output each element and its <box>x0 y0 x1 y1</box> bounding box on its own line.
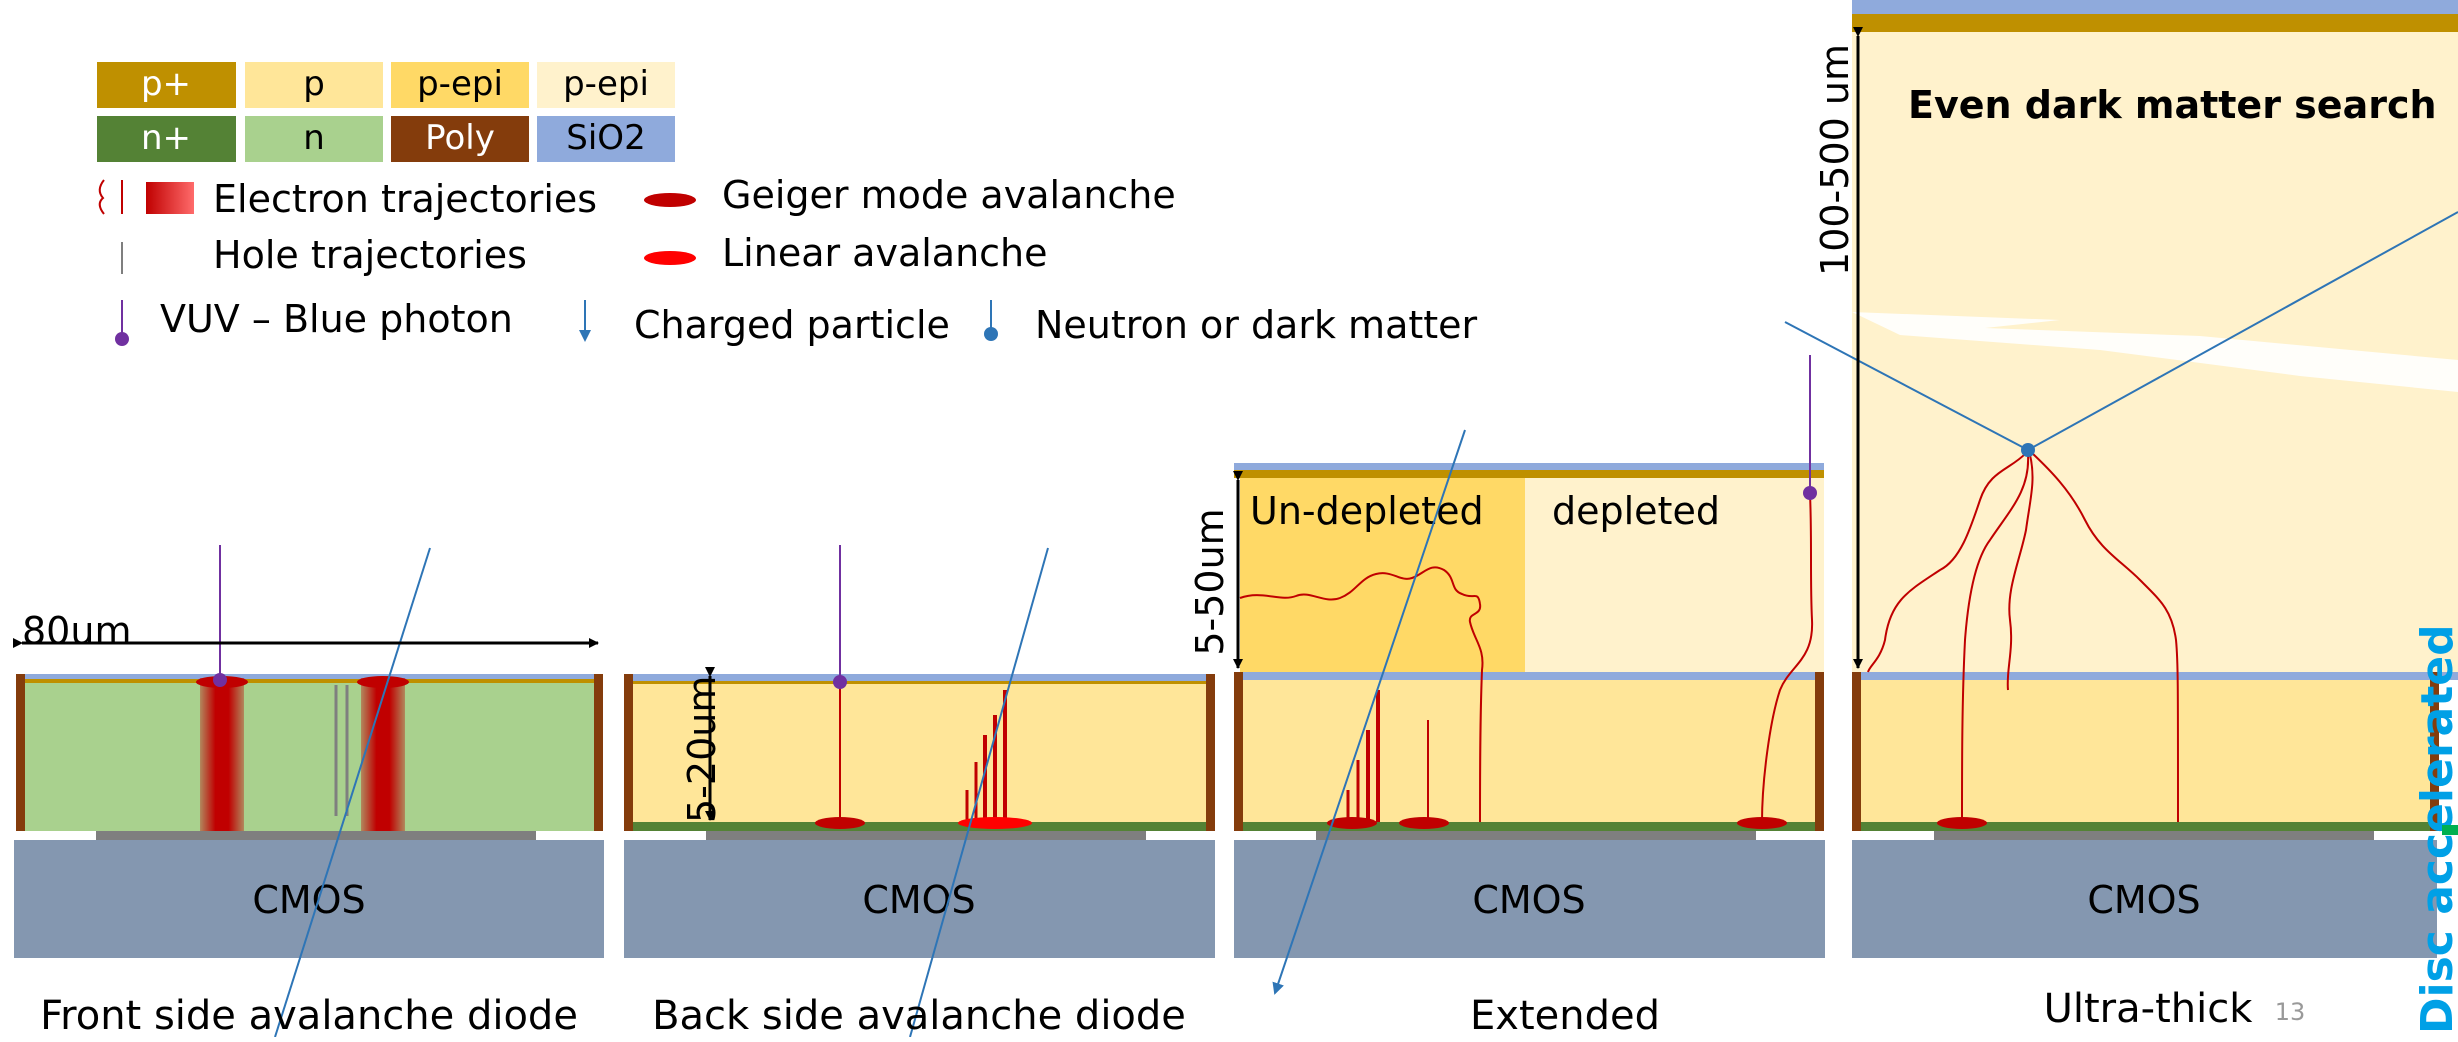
cmos-block <box>1234 840 1825 958</box>
vuv-photon-icon <box>115 300 129 346</box>
geiger-column <box>200 678 244 831</box>
dark-matter-title: Even dark matter search <box>1908 83 2437 127</box>
n-plus-layer <box>633 822 1206 831</box>
legend-swatch-sio2 <box>537 116 675 162</box>
cmos-label: CMOS <box>252 878 365 922</box>
diffusing-electron-trajectory <box>1239 566 1484 823</box>
page-number: 13 <box>2275 998 2306 1026</box>
ultra-thickness-label: 100-500 um <box>1813 44 1857 276</box>
geiger-avalanche <box>815 817 865 829</box>
legend-swatch-p-epi-light <box>537 62 675 108</box>
legend-label-p: p <box>303 64 325 104</box>
photon-absorption-point <box>833 675 847 689</box>
p-region <box>1243 680 1815 822</box>
extended-thickness-label: 5-50um <box>1188 508 1232 655</box>
photon-absorption-point <box>213 673 227 687</box>
electron-trajectory <box>1961 454 2030 823</box>
electron-trajectory <box>1761 493 1814 823</box>
light-streak <box>1852 312 2458 392</box>
legend-hole-label: Hole trajectories <box>213 233 527 277</box>
geiger-avalanche <box>357 676 409 688</box>
legend-swatch-p-epi-dark <box>391 62 529 108</box>
geiger-avalanche <box>1327 817 1377 829</box>
panel-front-side: CMOS 80um Front side avalanche diode <box>13 545 604 1039</box>
geiger-avalanche <box>1937 817 1987 829</box>
charged-particle-track <box>274 547 431 1038</box>
legend-label-p-plus: p+ <box>141 64 191 104</box>
depleted-label: depleted <box>1552 489 1720 533</box>
legend-swatch-n <box>245 116 383 162</box>
n-plus-layer <box>1243 822 1815 831</box>
legend-label-n-plus: n+ <box>141 118 191 158</box>
cut-off-green-mark <box>2442 825 2458 835</box>
p-region <box>633 684 1206 823</box>
electron-trajectory <box>2031 452 2179 823</box>
legend-swatch-poly <box>391 116 529 162</box>
legend-swatch-p-plus <box>97 62 236 108</box>
panel-back-side: CMOS 5-20um Back side avalanche diode <box>624 545 1215 1039</box>
cmos-label: CMOS <box>862 878 975 922</box>
cmos-block <box>624 840 1215 958</box>
extended-caption: Extended <box>1470 993 1660 1037</box>
geiger-avalanche <box>1399 817 1449 829</box>
legend-label-n: n <box>303 118 325 158</box>
linear-avalanche <box>958 817 1032 829</box>
neutron-icon <box>984 300 998 341</box>
panel-ultra-thick: Even dark matter search CMOS 100-500 um … <box>1784 0 2458 1032</box>
legend-label-p-epi-dark: p-epi <box>417 64 503 104</box>
n-plus-layer <box>1861 822 2430 831</box>
photon-absorption-point <box>1803 486 1817 500</box>
cmos-block <box>14 840 604 958</box>
cmos-label: CMOS <box>2087 878 2200 922</box>
linear-avalanche-icon <box>644 251 696 265</box>
legend-label-sio2: SiO2 <box>566 118 645 158</box>
legend: p+ p p-epi p-epi n+ n Poly SiO2 Electron… <box>97 62 1478 347</box>
legend-vuv-label: VUV – Blue photon <box>160 297 513 341</box>
depleted-region <box>1525 478 1824 672</box>
geiger-column <box>361 678 405 831</box>
front-caption: Front side avalanche diode <box>40 993 578 1037</box>
dark-matter-scattered-track <box>2027 211 2458 451</box>
legend-label-poly: Poly <box>425 118 495 158</box>
dark-matter-incoming-track <box>1784 321 2029 451</box>
legend-neutron-label: Neutron or dark matter <box>1035 303 1478 347</box>
legend-linear-label: Linear avalanche <box>722 231 1048 275</box>
legend-geiger-label: Geiger mode avalanche <box>722 173 1176 217</box>
electron-trajectory <box>2006 454 2034 691</box>
thickness-dimension-label: 5-20um <box>680 676 724 823</box>
geiger-avalanche <box>1737 817 1787 829</box>
legend-electron-label: Electron trajectories <box>213 177 597 221</box>
panel-extended: Un-depleted depleted CMOS 5-50um Extende… <box>1188 355 1825 1039</box>
scatter-vertex <box>2021 443 2035 457</box>
ultra-caption: Ultra-thick <box>2044 986 2254 1032</box>
charged-particle-track <box>909 547 1049 1038</box>
geiger-avalanche-icon <box>644 193 696 207</box>
legend-charged-label: Charged particle <box>634 303 950 347</box>
legend-swatch-p <box>245 62 383 108</box>
electron-trajectory <box>1867 452 2027 673</box>
charged-particle-track <box>1272 429 1466 995</box>
legend-swatch-n-plus <box>97 116 236 162</box>
p-region <box>1861 680 2430 822</box>
legend-label-p-epi-light: p-epi <box>563 64 649 104</box>
undepleted-label: Un-depleted <box>1250 489 1484 533</box>
cmos-label: CMOS <box>1472 878 1585 922</box>
cmos-block <box>1852 840 2437 958</box>
electron-trajectory-icon <box>98 179 194 215</box>
n-region <box>25 683 594 831</box>
width-dimension-label: 80um <box>22 609 131 653</box>
back-caption: Back side avalanche diode <box>652 993 1186 1037</box>
